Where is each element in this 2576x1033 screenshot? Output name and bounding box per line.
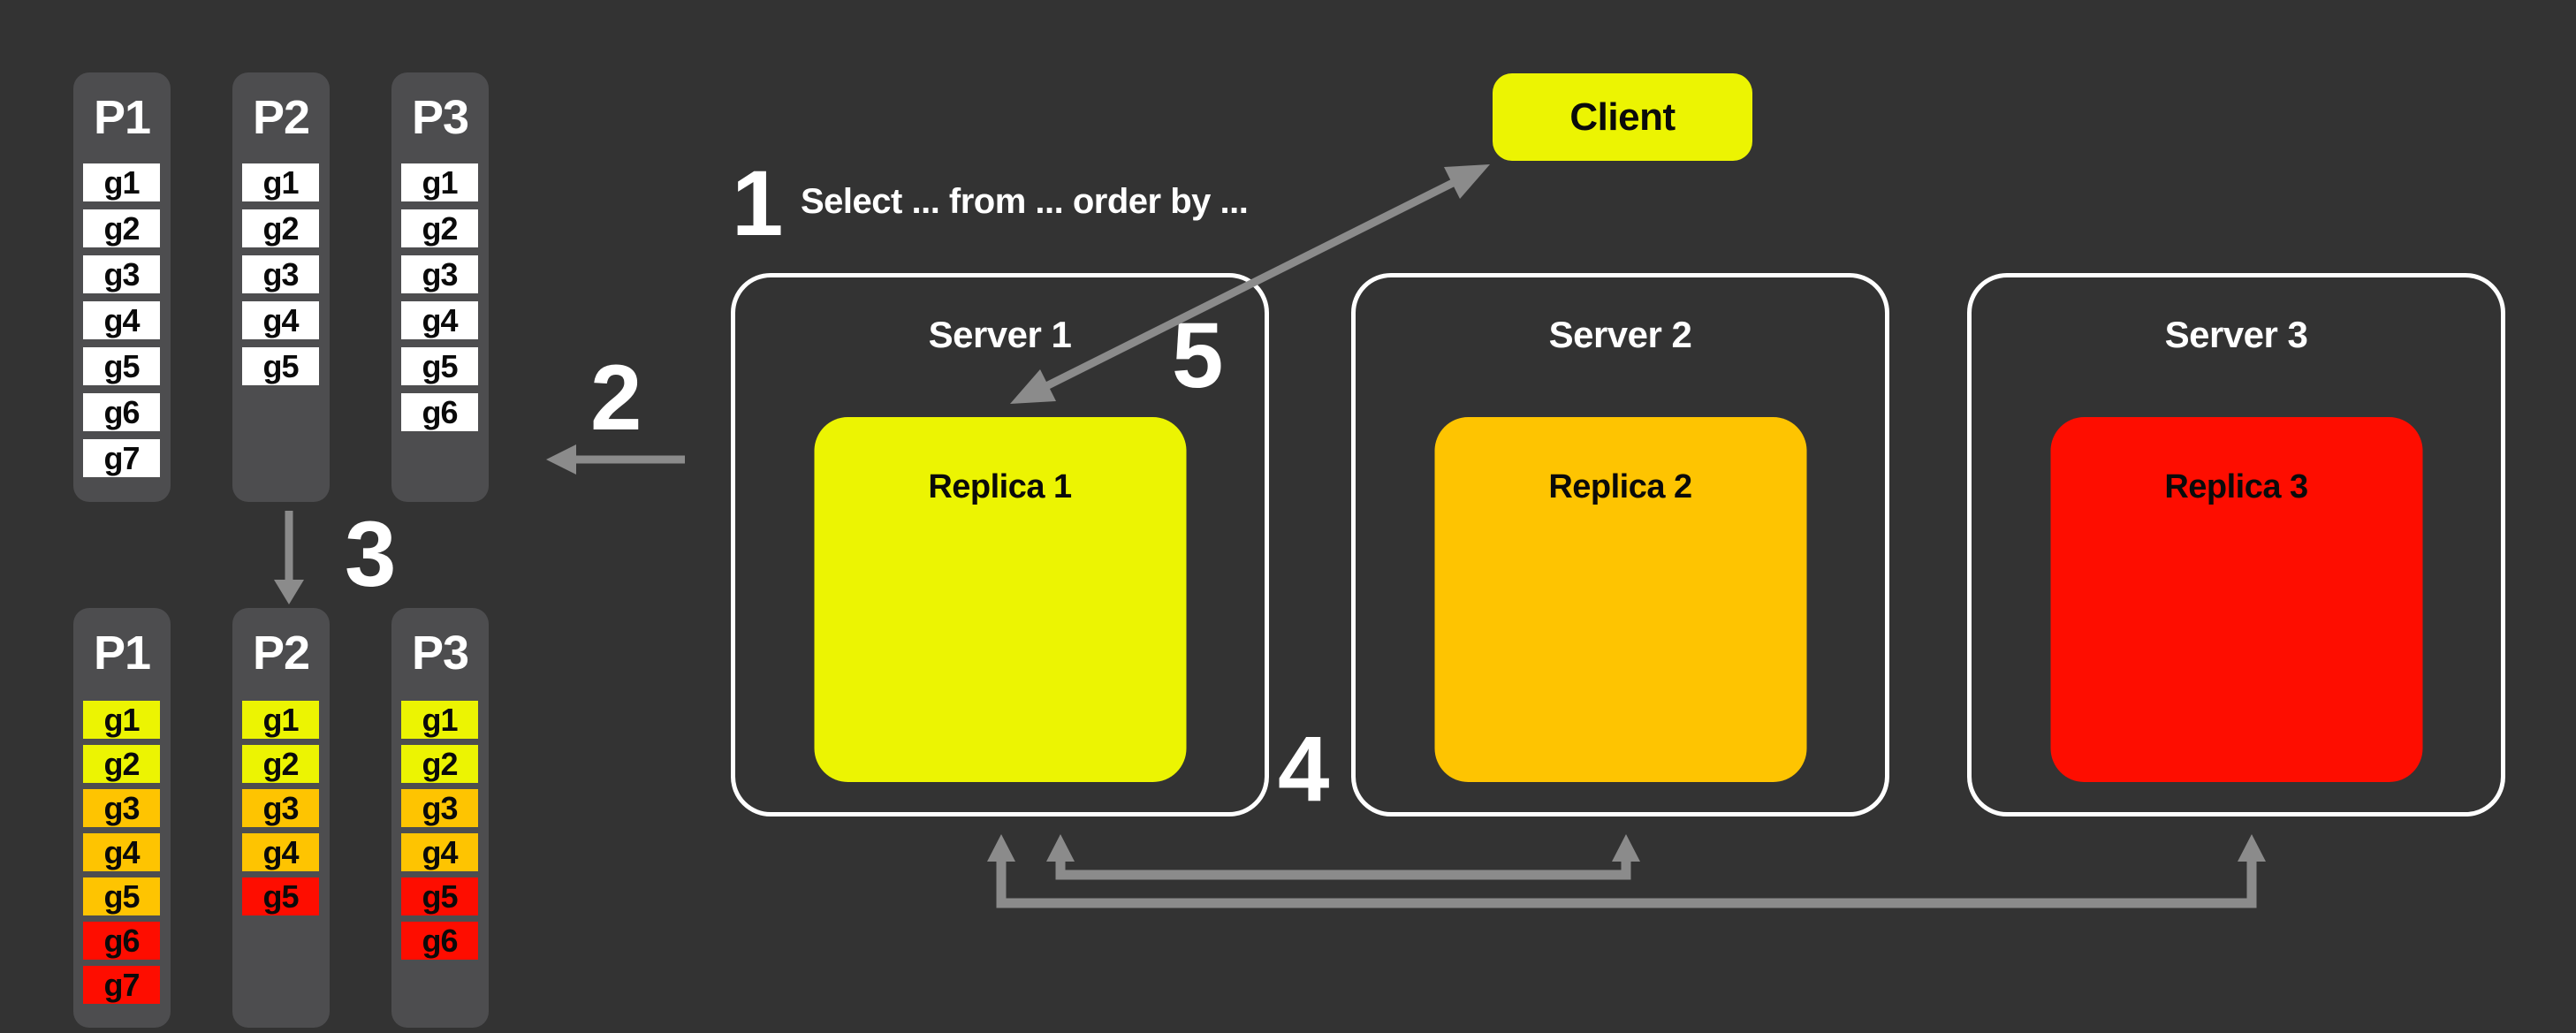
group-item: g2 xyxy=(242,745,319,783)
group-item: g3 xyxy=(242,789,319,827)
partition-items: g1 g2 g3 g4 g5 g6 xyxy=(401,701,478,966)
partition-title: P1 xyxy=(93,627,151,680)
partition-title: P3 xyxy=(411,91,469,144)
group-item: g3 xyxy=(401,789,478,827)
group-item: g5 xyxy=(242,877,319,915)
group-item: g1 xyxy=(83,701,160,739)
partition-after-p1: P1 g1 g2 g3 g4 g5 g6 g7 xyxy=(73,608,171,1028)
group-item: g2 xyxy=(83,209,160,247)
group-item: g1 xyxy=(83,163,160,201)
group-item: g7 xyxy=(83,966,160,1004)
server-label: Server 2 xyxy=(1548,314,1692,355)
step-2-number: 2 xyxy=(590,346,642,450)
partition-before-p1: P1 g1 g2 g3 g4 g5 g6 g7 xyxy=(73,72,171,502)
client-node: Client xyxy=(1493,73,1752,161)
server-label: Server 3 xyxy=(2164,314,2308,355)
group-item: g6 xyxy=(401,922,478,960)
partition-before-p3: P3 g1 g2 g3 g4 g5 g6 xyxy=(391,72,489,502)
group-item: g2 xyxy=(242,209,319,247)
group-item: g6 xyxy=(83,922,160,960)
server-3: Server 3 Replica 3 xyxy=(1967,273,2505,817)
group-item: g4 xyxy=(242,833,319,871)
partition-items: g1 g2 g3 g4 g5 g6 g7 xyxy=(83,163,160,485)
group-item: g5 xyxy=(242,347,319,385)
partition-title: P2 xyxy=(252,91,310,144)
partition-before-p2: P2 g1 g2 g3 g4 g5 xyxy=(232,72,330,502)
group-item: g1 xyxy=(401,701,478,739)
group-item: g4 xyxy=(83,301,160,339)
replica-label: Replica 2 xyxy=(1548,468,1692,505)
group-item: g4 xyxy=(401,833,478,871)
replica-2: Replica 2 xyxy=(1434,417,1806,782)
group-item: g5 xyxy=(83,877,160,915)
group-item: g6 xyxy=(83,393,160,431)
replica-label: Replica 3 xyxy=(2164,468,2308,505)
partition-title: P3 xyxy=(411,627,469,680)
step-3-down-arrow xyxy=(274,511,304,604)
partition-items: g1 g2 g3 g4 g5 g6 g7 xyxy=(83,701,160,1010)
query-text: Select ... from ... order by ... xyxy=(801,182,1249,221)
server-1: Server 1 Replica 1 xyxy=(731,273,1269,817)
step-3-number: 3 xyxy=(345,503,397,606)
step-5-number: 5 xyxy=(1172,304,1224,407)
group-item: g7 xyxy=(83,439,160,477)
step-4-number: 4 xyxy=(1278,718,1330,821)
group-item: g5 xyxy=(401,347,478,385)
group-item: g3 xyxy=(83,789,160,827)
group-item: g2 xyxy=(401,209,478,247)
group-item: g3 xyxy=(83,255,160,293)
partition-after-p2: P2 g1 g2 g3 g4 g5 xyxy=(232,608,330,1028)
partition-title: P1 xyxy=(93,91,151,144)
client-label: Client xyxy=(1569,95,1676,139)
group-item: g2 xyxy=(83,745,160,783)
group-item: g4 xyxy=(242,301,319,339)
replica-3: Replica 3 xyxy=(2050,417,2422,782)
group-item: g3 xyxy=(401,255,478,293)
partition-items: g1 g2 g3 g4 g5 g6 xyxy=(401,163,478,439)
group-item: g4 xyxy=(83,833,160,871)
partition-items: g1 g2 g3 g4 g5 xyxy=(242,701,319,922)
partition-items: g1 g2 g3 g4 g5 xyxy=(242,163,319,393)
partition-after-p3: P3 g1 g2 g3 g4 g5 g6 xyxy=(391,608,489,1028)
group-item: g4 xyxy=(401,301,478,339)
group-item: g2 xyxy=(401,745,478,783)
step-4-server-brackets xyxy=(987,834,2266,908)
group-item: g5 xyxy=(83,347,160,385)
server-2: Server 2 Replica 2 xyxy=(1351,273,1889,817)
group-item: g3 xyxy=(242,255,319,293)
partition-title: P2 xyxy=(252,627,310,680)
group-item: g5 xyxy=(401,877,478,915)
group-item: g1 xyxy=(242,701,319,739)
group-item: g6 xyxy=(401,393,478,431)
replica-label: Replica 1 xyxy=(928,468,1072,505)
group-item: g1 xyxy=(242,163,319,201)
step-1-number: 1 xyxy=(732,152,784,255)
replica-1: Replica 1 xyxy=(814,417,1186,782)
group-item: g1 xyxy=(401,163,478,201)
